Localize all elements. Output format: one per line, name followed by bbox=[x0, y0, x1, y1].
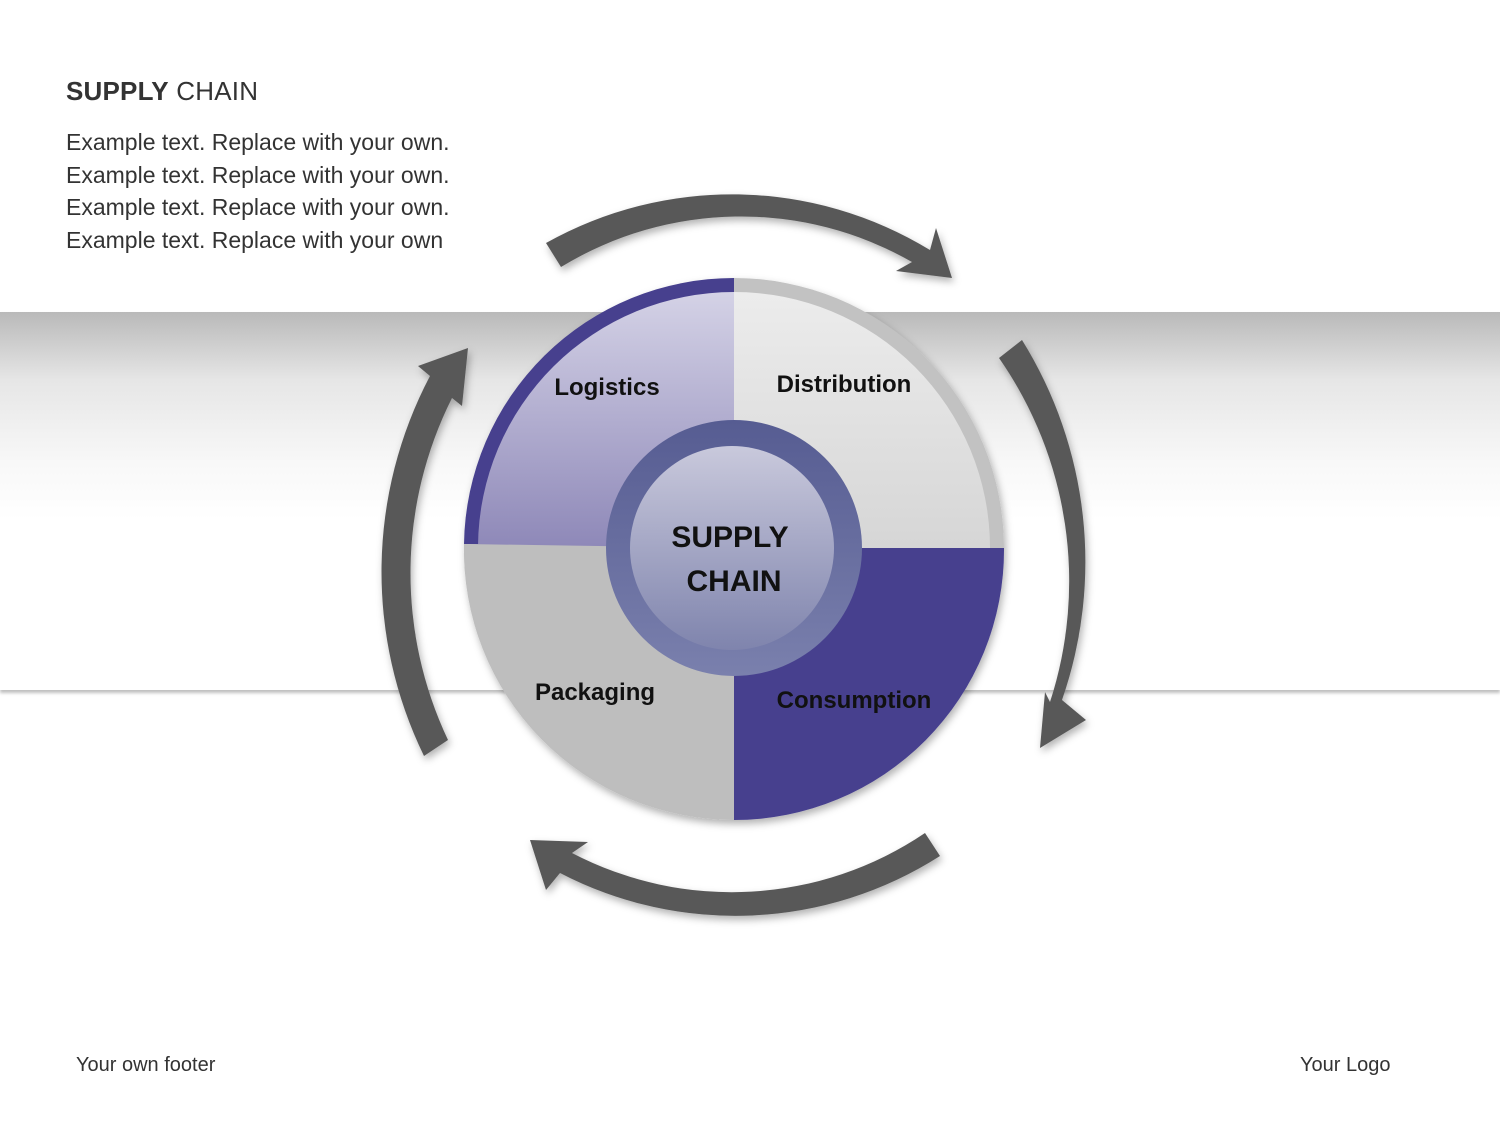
body-text: Example text. Replace with your own. Exa… bbox=[66, 126, 450, 256]
footer-text: Your own footer bbox=[76, 1054, 216, 1076]
page-title: SUPPLY CHAIN bbox=[66, 76, 258, 107]
arrow-left bbox=[381, 348, 468, 756]
arrow-right bbox=[999, 340, 1086, 748]
body-line: Example text. Replace with your own. bbox=[66, 161, 450, 188]
body-line: Example text. Replace with your own bbox=[66, 226, 444, 253]
hub-center bbox=[630, 446, 834, 650]
label-logistics: Logistics bbox=[554, 374, 659, 401]
arrow-bottom bbox=[530, 833, 940, 916]
center-label-line2: CHAIN bbox=[687, 565, 782, 598]
arrow-top bbox=[546, 194, 952, 278]
center-label-line1: SUPPLY bbox=[671, 521, 788, 554]
title-bold: SUPPLY bbox=[66, 76, 169, 106]
label-distribution: Distribution bbox=[777, 371, 912, 398]
footer-logo: Your Logo bbox=[1300, 1054, 1391, 1076]
body-line: Example text. Replace with your own. bbox=[66, 129, 450, 155]
body-line: Example text. Replace with your own. bbox=[66, 194, 450, 220]
label-consumption: Consumption bbox=[777, 687, 932, 714]
title-rest: CHAIN bbox=[176, 76, 259, 106]
label-packaging: Packaging bbox=[535, 679, 655, 706]
